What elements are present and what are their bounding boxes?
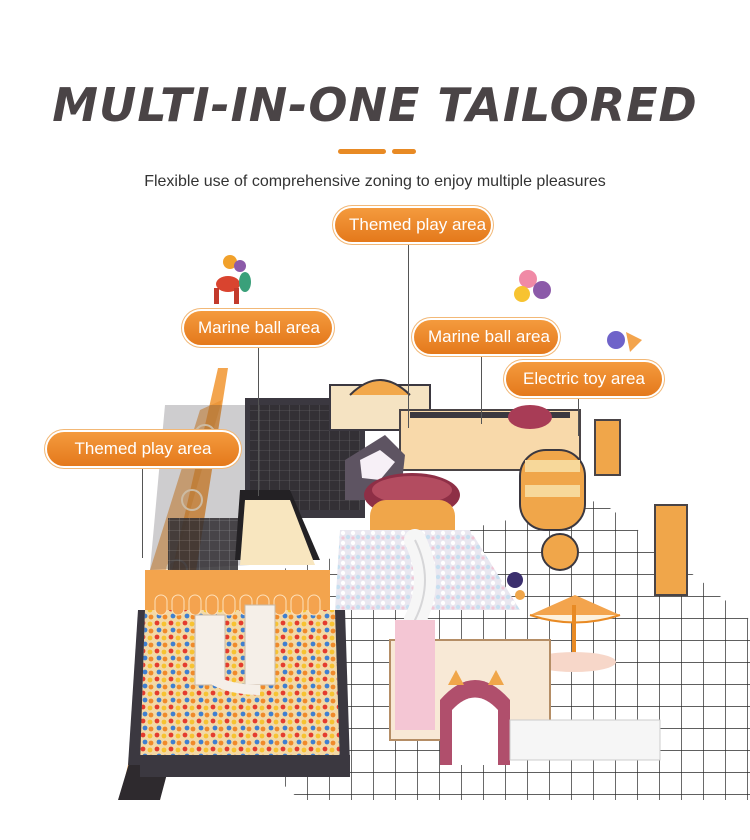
playground-illustration: Themed play area Marine ball area Marine…	[0, 200, 750, 835]
balloon-dog-decoration	[214, 255, 251, 304]
callout-marine-ball-area-left: Marine ball area	[184, 311, 332, 345]
leader-line-marine-left	[258, 346, 259, 496]
leader-line-marine-right	[481, 354, 482, 424]
callout-marine-ball-area-right: Marine ball area	[414, 320, 558, 354]
balloon-pair-decoration	[607, 331, 642, 352]
callout-electric-toy-area: Electric toy area	[506, 362, 662, 396]
leader-line-electric	[578, 396, 579, 436]
callout-themed-play-area-top: Themed play area	[335, 208, 491, 242]
playground-render	[118, 255, 750, 800]
balloon-cluster-decoration	[514, 270, 551, 302]
leader-line-themed-top	[408, 238, 409, 428]
leader-line-themed-left	[142, 468, 143, 558]
page-subtitle: Flexible use of comprehensive zoning to …	[144, 173, 606, 190]
callout-themed-play-area-left: Themed play area	[47, 432, 239, 466]
page-title: MULTI-IN-ONE TAILORED	[52, 78, 698, 132]
